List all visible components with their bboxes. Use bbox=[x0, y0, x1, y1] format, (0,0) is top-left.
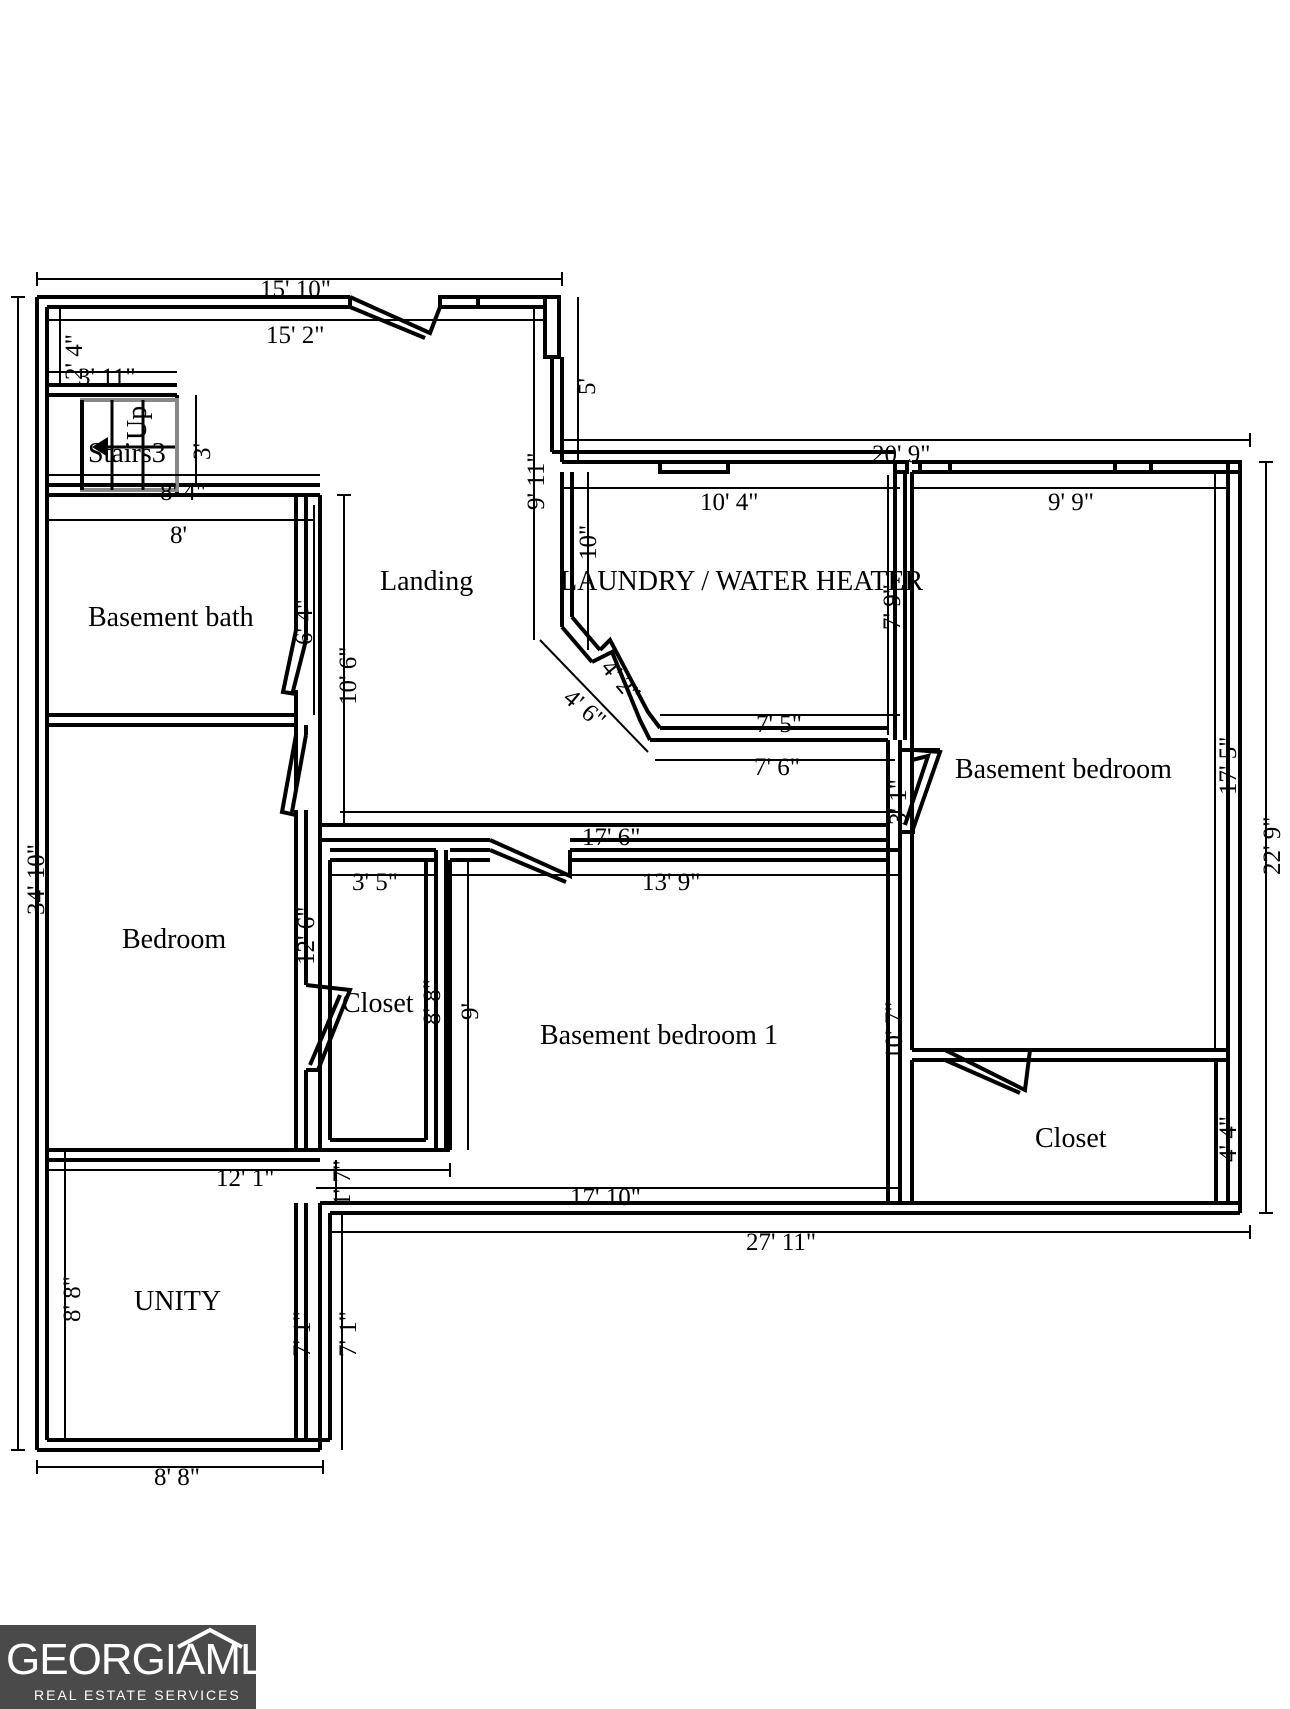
dim-bed1-left: 9' bbox=[457, 1003, 484, 1020]
doors bbox=[279, 295, 1032, 1095]
dim-diag-2: 4' 6" bbox=[558, 684, 611, 734]
logo-main-text: GEORGIAMLS bbox=[6, 1635, 293, 1684]
bedroom-door bbox=[279, 734, 298, 817]
dim-hall-bottom: 7' 6" bbox=[754, 754, 800, 781]
closet-small-label: Closet bbox=[342, 988, 414, 1019]
dim-closet-r-depth: 4' 4" bbox=[1215, 1116, 1242, 1162]
georgia-mls-logo: GEORGIAMLS REAL ESTATE SERVICES bbox=[0, 1625, 293, 1709]
dim-unity-outer: 7' 1" bbox=[335, 1311, 362, 1357]
dim-bedr-width: 9' 9" bbox=[1048, 489, 1094, 516]
dim-row-27-11: 27' 11" bbox=[746, 1229, 816, 1256]
dim-laundry-left: 10" bbox=[575, 525, 602, 560]
dim-bedr-depth: 17' 5" bbox=[1215, 737, 1242, 795]
dimension-labels: 15' 10" 15' 2" 34' 10" 2' 4" 3' 11" 3' 8… bbox=[23, 276, 1286, 1491]
dim-hall-3-1: 3' 1" bbox=[885, 779, 912, 825]
landing-label: Landing bbox=[380, 566, 473, 597]
closetr-door bbox=[944, 1048, 1032, 1094]
dim-diag-1: 4' 2" bbox=[595, 655, 645, 708]
roof-icon bbox=[177, 1627, 243, 1649]
dim-stair-depth: 3' bbox=[189, 443, 216, 460]
dim-laundry-width: 10' 4" bbox=[700, 489, 758, 516]
dim-unity-left: 8' 8" bbox=[59, 1276, 86, 1322]
dim-closet-depth: 8' 8" bbox=[419, 979, 446, 1025]
dim-row-12-1: 12' 1" bbox=[216, 1165, 274, 1192]
dim-laundry-top: 20' 9" bbox=[872, 441, 930, 468]
dim-upper: 2' 4" bbox=[61, 334, 88, 380]
dim-stair-width: 3' 11" bbox=[78, 364, 136, 391]
dim-closet-width: 3' 5" bbox=[352, 869, 398, 896]
entry-door bbox=[349, 295, 442, 336]
bedroom-label: Bedroom bbox=[122, 924, 226, 955]
basement-bath-label: Basement bath bbox=[88, 602, 254, 633]
laundry-label: LAUNDRY / WATER HEATER bbox=[560, 566, 924, 597]
unity-label: UNITY bbox=[134, 1286, 221, 1317]
dim-laundry-bottom: 7' 5" bbox=[756, 711, 802, 738]
dim-right-overall: 22' 9" bbox=[1259, 817, 1286, 875]
stairs-label: Stairs3 bbox=[88, 438, 166, 469]
dim-bath-depth: 6' 4" bbox=[291, 599, 318, 645]
room-labels: Landing LAUNDRY / WATER HEATER Basement … bbox=[88, 566, 1172, 1317]
dim-row-17-10: 17' 10" bbox=[570, 1184, 641, 1211]
dim-unity-right: 7' 1" bbox=[289, 1311, 316, 1357]
dim-left-overall: 34' 10" bbox=[23, 844, 50, 915]
dim-bath-width: 8' bbox=[170, 522, 187, 549]
dim-hall-length: 17' 6" bbox=[582, 824, 640, 851]
up-label: Up bbox=[122, 406, 153, 440]
dim-bedroom-depth: 12' 6" bbox=[293, 907, 320, 965]
logo-sub-text: REAL ESTATE SERVICES bbox=[34, 1687, 241, 1703]
bedroom1-door bbox=[489, 838, 572, 880]
bedroomr-door bbox=[910, 748, 943, 833]
dim-bed1-width: 13' 9" bbox=[642, 869, 700, 896]
dim-top-inner: 15' 2" bbox=[266, 322, 324, 349]
stairs: Stairs3 Up bbox=[80, 398, 179, 492]
dim-notch-9-11: 9' 11" bbox=[523, 452, 550, 510]
basement-bedroom-1-label: Basement bedroom 1 bbox=[540, 1020, 778, 1051]
dim-row-1-7: 1' 7" bbox=[329, 1160, 356, 1206]
dim-stair-bottom: 8' 4" bbox=[160, 479, 206, 506]
dimension-lines bbox=[11, 272, 1273, 1474]
closet-door bbox=[305, 983, 353, 1072]
closet-right-label: Closet bbox=[1035, 1123, 1107, 1154]
dim-bed1-right: 10' 7" bbox=[881, 1002, 908, 1060]
dim-notch-5: 5' bbox=[574, 378, 601, 395]
dim-landing-depth: 10' 6" bbox=[335, 647, 362, 705]
dim-laundry-right: 7' 9" bbox=[879, 584, 906, 630]
basement-bedroom-label: Basement bedroom bbox=[955, 754, 1172, 785]
dim-bottom-overall: 8' 8" bbox=[154, 1464, 200, 1491]
dim-top-overall: 15' 10" bbox=[260, 276, 331, 303]
walls bbox=[35, 295, 1242, 1452]
